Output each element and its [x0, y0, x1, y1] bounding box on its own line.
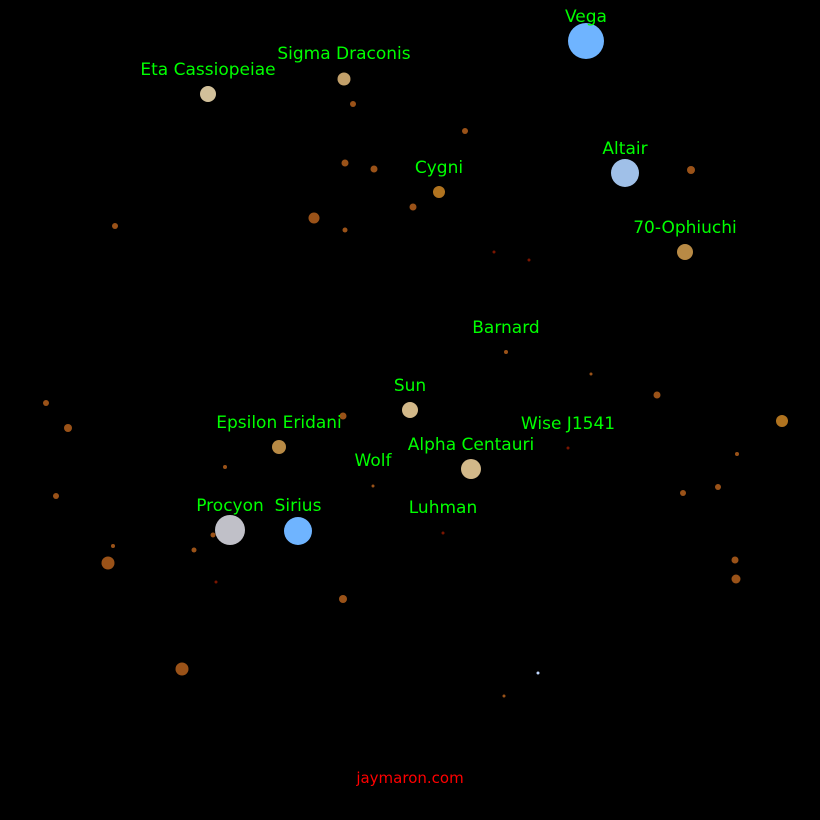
star-wise-j1541: Wise J1541 [521, 414, 615, 450]
unnamed-star [370, 165, 378, 173]
star-eta-cassiopeiae-dot [200, 86, 216, 102]
unnamed-star [715, 484, 721, 490]
star-vega-label: Vega [565, 7, 607, 27]
star-cygni-label: Cygni [415, 158, 463, 178]
star-sigma-draconis: Sigma Draconis [277, 44, 411, 86]
star-sun-dot [402, 402, 418, 418]
star-wolf: Wolf [355, 451, 393, 488]
unnamed-star [589, 372, 593, 376]
star-altair-dot [611, 159, 639, 187]
star-wise-j1541-dot [566, 446, 570, 450]
unnamed-star [339, 412, 347, 420]
star-procyon-dot [215, 515, 245, 545]
unnamed-star [339, 595, 347, 603]
star-alpha-centauri-dot [461, 459, 481, 479]
unnamed-star [214, 580, 218, 584]
unnamed-star [223, 465, 227, 469]
star-altair: Altair [602, 139, 648, 187]
star-procyon: Procyon [196, 496, 264, 545]
star-vega: Vega [565, 7, 607, 59]
unnamed-star [191, 547, 197, 553]
star-sirius-dot [284, 517, 312, 545]
unnamed-star [536, 671, 540, 675]
unnamed-star [112, 223, 118, 229]
unnamed-star [409, 203, 417, 211]
star-sun-label: Sun [394, 376, 426, 396]
star-70-ophiuchi: 70-Ophiuchi [633, 218, 737, 260]
unnamed-star [527, 258, 531, 262]
star-eta-cassiopeiae: Eta Cassiopeiae [140, 60, 276, 102]
star-sirius: Sirius [275, 496, 322, 545]
star-sirius-label: Sirius [275, 496, 322, 516]
unnamed-star [502, 694, 506, 698]
star-cygni-dot [433, 186, 445, 198]
unnamed-stars [43, 101, 788, 698]
unnamed-star [342, 227, 348, 233]
star-vega-dot [568, 23, 604, 59]
unnamed-star [210, 532, 216, 538]
star-alpha-centauri-label: Alpha Centauri [408, 435, 534, 455]
star-wolf-dot [371, 484, 375, 488]
unnamed-star [653, 391, 661, 399]
unnamed-star [111, 544, 115, 548]
unnamed-star [462, 128, 468, 134]
star-luhman-dot [441, 531, 445, 535]
unnamed-star [492, 250, 496, 254]
star-barnard-label: Barnard [472, 318, 539, 338]
star-epsilon-eridani: Epsilon Eridani [216, 413, 342, 454]
star-sigma-draconis-label: Sigma Draconis [277, 44, 410, 64]
unnamed-star [731, 556, 739, 564]
star-sigma-draconis-dot [337, 72, 351, 86]
unnamed-star [735, 452, 739, 456]
star-sun: Sun [394, 376, 426, 418]
credit-text: jaymaron.com [355, 769, 463, 787]
star-barnard: Barnard [472, 318, 540, 354]
unnamed-star [43, 400, 49, 406]
unnamed-star [350, 101, 356, 107]
unnamed-star [308, 212, 320, 224]
star-luhman: Luhman [409, 498, 477, 535]
star-epsilon-eridani-dot [272, 440, 286, 454]
star-procyon-label: Procyon [196, 496, 264, 516]
unnamed-star [776, 415, 788, 427]
unnamed-star [53, 493, 59, 499]
star-luhman-label: Luhman [409, 498, 477, 518]
unnamed-star [341, 159, 349, 167]
unnamed-star [101, 556, 115, 570]
star-alpha-centauri: Alpha Centauri [408, 435, 534, 479]
unnamed-star [64, 424, 72, 432]
unnamed-star [175, 662, 189, 676]
star-70-ophiuchi-dot [677, 244, 693, 260]
star-wolf-label: Wolf [355, 451, 393, 471]
unnamed-star [731, 574, 741, 584]
star-wise-j1541-label: Wise J1541 [521, 414, 615, 434]
unnamed-star [680, 490, 686, 496]
star-altair-label: Altair [602, 139, 647, 159]
unnamed-star [687, 166, 695, 174]
star-70-ophiuchi-label: 70-Ophiuchi [633, 218, 737, 238]
star-cygni: Cygni [415, 158, 463, 198]
star-barnard-dot [504, 350, 508, 354]
star-eta-cassiopeiae-label: Eta Cassiopeiae [140, 60, 275, 80]
star-epsilon-eridani-label: Epsilon Eridani [216, 413, 342, 433]
